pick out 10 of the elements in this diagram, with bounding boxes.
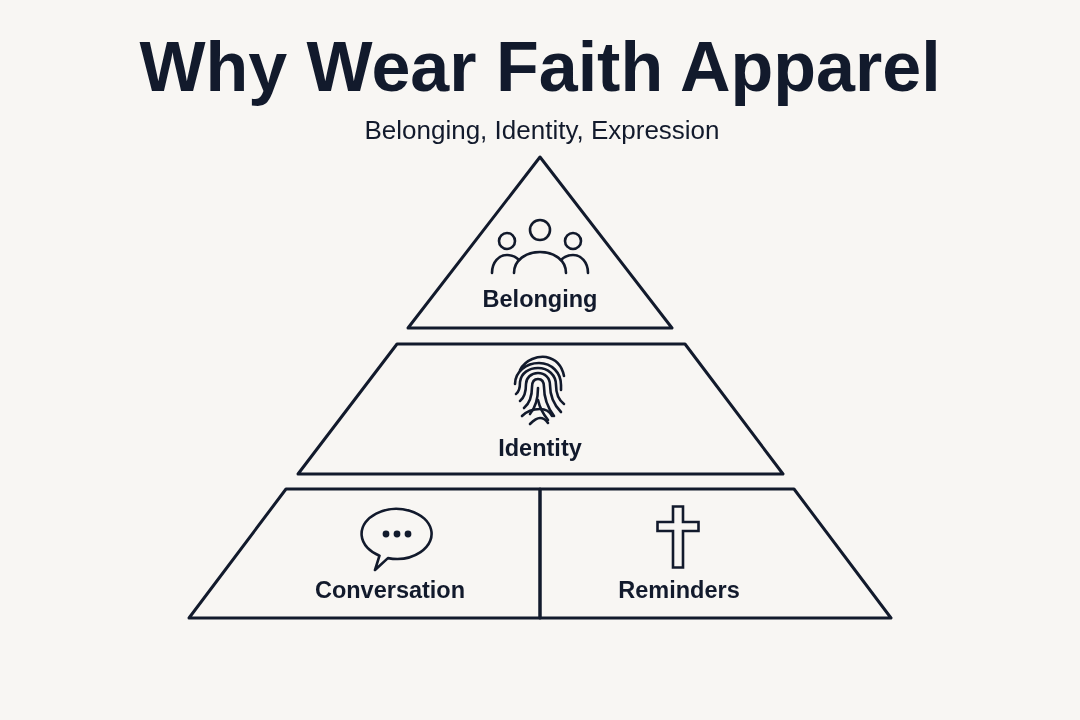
pyramid-base-left-section (189, 489, 540, 618)
tier-label: Belonging (482, 285, 598, 313)
pyramid-base-right-section (540, 489, 891, 618)
tier-label: Conversation (314, 576, 466, 604)
tier-label: Reminders (618, 576, 740, 604)
pyramid-top-triangle (408, 157, 672, 328)
pyramid-middle-tier (298, 344, 783, 474)
title: Why Wear Faith Apparel (139, 28, 941, 106)
tier-label: Identity (498, 434, 582, 462)
subtitle: Belonging, Identity, Expression (364, 114, 720, 146)
